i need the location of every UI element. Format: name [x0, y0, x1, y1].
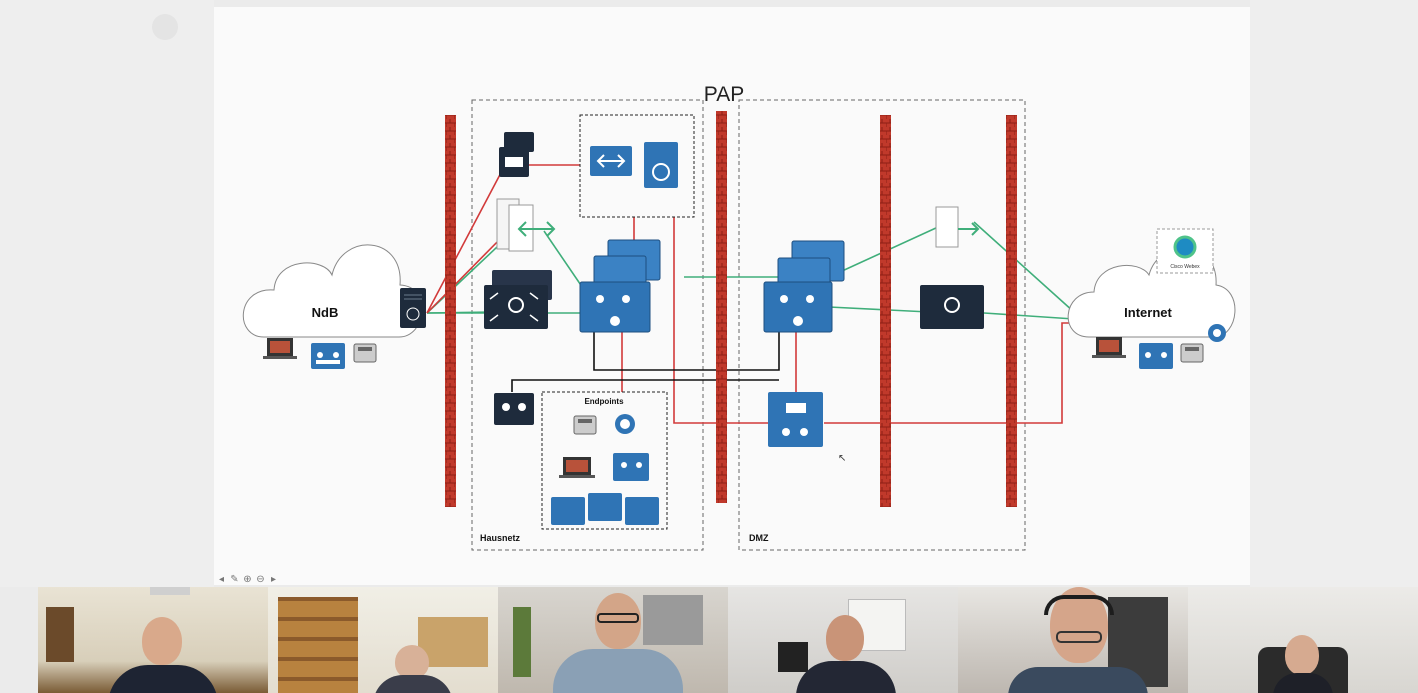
video-unit-icon-hausnetz: [494, 393, 534, 425]
participant-6-avatar: [1273, 635, 1333, 693]
participant-video-3[interactable]: [498, 587, 728, 693]
video-unit-icon-endpoints: [613, 453, 649, 481]
participant-1-avatar: [108, 617, 218, 693]
toolbar-ghost-icon: [152, 14, 178, 40]
pen-icon[interactable]: ✎: [230, 574, 239, 585]
participant-video-2[interactable]: [268, 587, 498, 693]
expressway-stack: [763, 240, 845, 333]
mgmt-box: [579, 114, 695, 218]
cloud-internet-label: Internet: [1124, 305, 1172, 320]
slide-title: PAP: [704, 83, 744, 106]
laptop-icon-endpoints: [559, 457, 595, 478]
participant-3-avatar: [553, 593, 683, 693]
participant-video-6[interactable]: [1188, 587, 1418, 693]
video-unit-icon-left: [311, 343, 345, 369]
video-gateway-icon: [768, 392, 823, 447]
endpoints-box: [541, 391, 668, 530]
zone-dmz: [738, 99, 1026, 551]
prev-slide-icon[interactable]: ◂: [218, 574, 225, 585]
switch-dark-stack: [484, 270, 552, 329]
left-sidebar-empty: [0, 0, 214, 587]
participant-4-avatar: [796, 611, 896, 693]
participant-5-avatar: [1008, 587, 1148, 693]
video-unit-icon-right: [1139, 343, 1173, 369]
zone-hausnetz: [471, 99, 704, 551]
webex-teams-icon-endpoints: [615, 414, 635, 434]
cloud-ndb: [242, 244, 423, 338]
zoom-in-icon[interactable]: ⊕: [243, 574, 252, 585]
gateway-icon: [590, 146, 632, 176]
server-sync-icon: [496, 198, 556, 252]
router-icon: [400, 288, 426, 328]
next-slide-icon[interactable]: ▸: [270, 574, 277, 585]
phone-icon-right: [1180, 343, 1204, 363]
presentation-controls: ◂ ✎ ⊕ ⊖ ▸: [216, 574, 279, 585]
participant-video-strip: [38, 587, 1418, 693]
black-links: [511, 332, 780, 392]
server-stack-icon: [499, 132, 534, 177]
webex-teams-icon-right: [1208, 324, 1226, 342]
webex-logo-icon: [1173, 235, 1197, 259]
right-sidebar-empty: [1250, 0, 1418, 587]
zone-dmz-label: DMZ: [749, 533, 769, 543]
firewall-3: [880, 115, 891, 507]
mouse-cursor-icon: ↖: [838, 453, 846, 464]
network-diagram: PAP Hausnetz DMZ NdB: [242, 83, 1236, 551]
laptop-icon-right: [1092, 337, 1126, 358]
zoom-out-icon[interactable]: ⊖: [256, 574, 265, 585]
participant-2-avatar: [373, 645, 453, 693]
participant-video-4[interactable]: [728, 587, 958, 693]
shared-presentation-slide: PAP Hausnetz DMZ NdB: [214, 7, 1250, 585]
phone-icon-endpoints: [573, 415, 597, 435]
switch-dark-dmz: [920, 285, 984, 329]
endpoints-label: Endpoints: [584, 397, 624, 406]
cloud-ndb-label: NdB: [312, 305, 339, 320]
laptop-icon-left: [263, 338, 297, 359]
management-icon: [644, 142, 678, 188]
zone-hausnetz-label: Hausnetz: [480, 533, 521, 543]
server-icon-dmz: [935, 206, 980, 248]
participant-video-5[interactable]: [958, 587, 1188, 693]
webex-label: Cisco Webex: [1170, 264, 1200, 270]
participant-video-1[interactable]: [38, 587, 268, 693]
conference-server-stack: [579, 239, 661, 333]
firewall-2: [716, 111, 727, 503]
phone-icon-left: [353, 343, 377, 363]
red-links: [426, 164, 1074, 424]
room-systems-icon: [551, 493, 659, 525]
firewall-1: [445, 115, 456, 507]
firewall-4: [1006, 115, 1017, 507]
